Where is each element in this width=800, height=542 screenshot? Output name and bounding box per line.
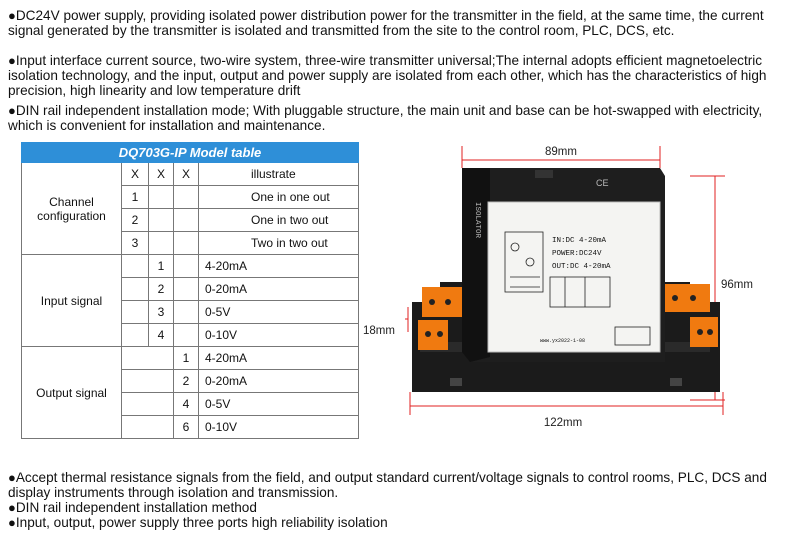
table-row: 4 0-5V [22,392,360,416]
table-row: 3 Two in two out [22,231,360,255]
date-text: www.yx2022-1-08 [540,338,585,344]
header-x1: X [121,162,149,186]
dim-width-top: 89mm [545,146,577,158]
table-row: 1 One in one out [22,185,360,209]
table-header-row: Channel configuration X X X illustrate [21,162,360,255]
output-desc: 0-5V [197,392,360,416]
channel-code: 2 [121,208,149,232]
side-text: ISOLATOR [473,202,481,239]
intro-text-1: DC24V power supply, providing isolated p… [8,8,764,38]
dim-width-bottom: 122mm [544,417,582,429]
dimension-top [461,146,661,168]
dimension-bottom [409,392,724,415]
table-row: Output signal 1 4-20mA [21,346,360,439]
input-signal-label: Input signal [21,254,122,347]
feature-text-3: Input, output, power supply three ports … [15,515,388,530]
feature-text-1: Accept thermal resistance signals from t… [8,470,767,500]
ce-mark: CE [596,178,609,188]
channel-desc: Two in two out [197,231,360,255]
table-row: 2 0-20mA [22,277,360,301]
input-desc: 0-10V [197,323,360,347]
input-code: 1 [148,254,174,278]
feature-bullet-2: DIN rail independent installation method [8,500,788,515]
feature-bullet-3: Input, output, power supply three ports … [8,515,788,530]
output-code: 6 [173,415,199,439]
output-signal-label: Output signal [21,346,122,439]
table-row: 6 0-10V [22,415,360,439]
intro-paragraph-2: Input interface current source, two-wire… [8,53,788,98]
output-code: 4 [173,392,199,416]
input-code: 3 [148,300,174,324]
header-illustrate: illustrate [197,162,360,186]
wiring-diagram [504,231,651,346]
input-desc: 4-20mA [197,254,360,278]
channel-config-label: Channel configuration [21,162,122,255]
label-line-3: OUT:DC 4-20mA [552,263,611,271]
device-drawing: 89mm 96mm 18mm 122mm [363,146,753,429]
channel-desc: One in one out [197,185,360,209]
input-code: 2 [148,277,174,301]
header-x3: X [173,162,199,186]
label-line-2: POWER:DC24V [552,250,602,258]
intro-paragraph-1: DC24V power supply, providing isolated p… [8,8,788,38]
model-table: DQ703G-IP Model table Channel configurat… [20,142,360,439]
table-row: 3 0-5V [22,300,360,324]
input-desc: 0-5V [197,300,360,324]
intro-text-3: DIN rail independent installation mode; … [8,103,763,133]
output-desc: 0-20mA [197,369,360,393]
channel-code: 1 [121,185,149,209]
output-desc: 4-20mA [197,346,360,370]
dimension-left [405,307,409,332]
table-row: Input signal 1 4-20mA [21,254,360,347]
feature-text-2: DIN rail independent installation method [15,500,257,515]
intro-paragraph-3: DIN rail independent installation mode; … [8,103,788,133]
output-code: 2 [173,369,199,393]
table-title: DQ703G-IP Model table [20,142,360,163]
output-code: 1 [173,346,199,370]
channel-desc: One in two out [197,208,360,232]
input-desc: 0-20mA [197,277,360,301]
feature-bullet-1: Accept thermal resistance signals from t… [8,470,788,500]
output-desc: 0-10V [197,415,360,439]
input-code: 4 [148,323,174,347]
dim-depth: 18mm [363,325,395,337]
header-x2: X [148,162,174,186]
label-line-1: IN:DC 4-20mA [552,237,607,245]
intro-text-2: Input interface current source, two-wire… [8,53,767,98]
dim-height: 96mm [721,279,753,291]
channel-code: 3 [121,231,149,255]
